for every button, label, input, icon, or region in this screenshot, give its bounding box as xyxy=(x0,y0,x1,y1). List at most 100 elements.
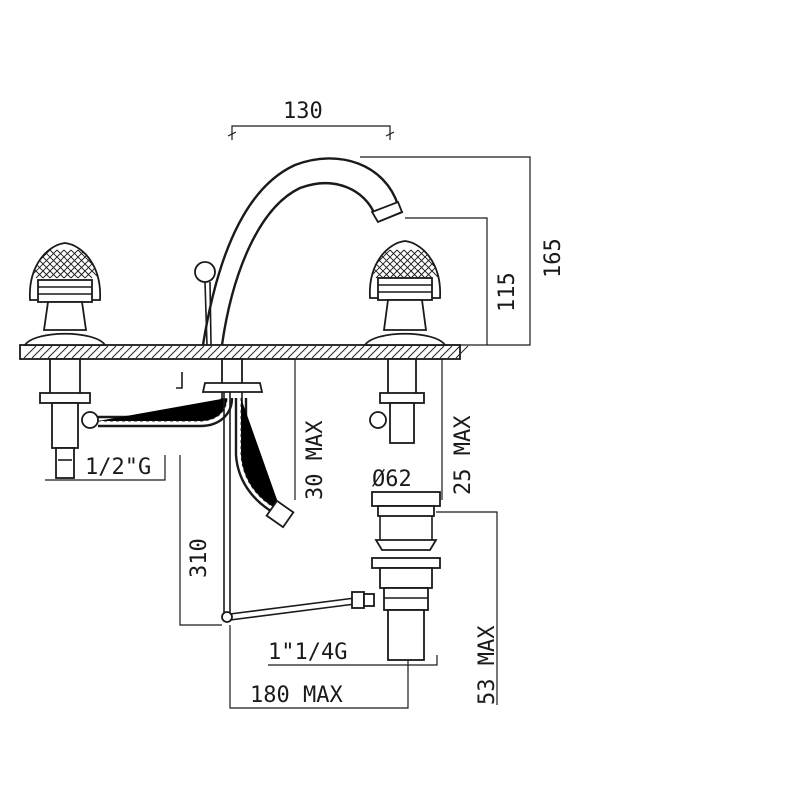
hatch-line xyxy=(223,345,237,359)
left-handle xyxy=(23,242,107,346)
spout xyxy=(201,157,404,346)
hatch-line xyxy=(343,345,357,359)
hatch-line xyxy=(77,249,101,279)
hatch-line xyxy=(95,345,109,359)
hatch-line xyxy=(79,345,93,359)
hatch-line xyxy=(231,345,245,359)
right-valve-body xyxy=(369,358,425,444)
hatch-line xyxy=(55,345,69,359)
left-valve-body xyxy=(39,358,99,479)
hatch-line xyxy=(159,345,173,359)
hatch-line xyxy=(319,345,333,359)
hatch-line xyxy=(455,345,469,359)
hatch-line xyxy=(383,345,397,359)
hatch-line xyxy=(63,345,77,359)
hatch-line xyxy=(247,345,261,359)
hatch-line xyxy=(31,345,45,359)
deck-plate xyxy=(19,344,469,360)
hatch-line xyxy=(127,345,141,359)
popup-linkage xyxy=(221,392,375,623)
label-hose-length: 310 xyxy=(187,538,212,578)
label-waste-diameter: Ø62 xyxy=(372,467,412,492)
dim-180-max xyxy=(229,625,409,709)
hatch-line xyxy=(382,249,412,279)
hatch-line xyxy=(39,345,53,359)
hatch-line xyxy=(56,249,86,279)
hatch-line xyxy=(335,345,349,359)
hatch-line xyxy=(303,345,317,359)
hatch-line xyxy=(111,345,125,359)
hatch-line xyxy=(151,345,165,359)
label-total-height: 165 xyxy=(541,238,566,278)
dim-30-max xyxy=(258,358,296,500)
hatch-line xyxy=(87,345,101,359)
hatch-line xyxy=(359,345,373,359)
hatch-line xyxy=(389,249,419,279)
dim-half-inch xyxy=(45,455,166,481)
waste-assembly xyxy=(371,491,441,661)
hatch-line xyxy=(311,345,325,359)
hatch-line xyxy=(423,345,437,359)
hatch-line xyxy=(167,345,181,359)
hatch-line xyxy=(29,249,44,279)
hatch-line xyxy=(70,249,100,279)
dim-130 xyxy=(227,125,395,140)
label-spout-reach: 130 xyxy=(283,99,323,124)
hatch-line xyxy=(327,345,341,359)
hatch-line xyxy=(183,345,197,359)
hatch-line xyxy=(403,249,433,279)
hatch-line xyxy=(199,345,213,359)
hatch-line xyxy=(239,345,253,359)
hatch-line xyxy=(63,249,93,279)
hatch-line xyxy=(135,345,149,359)
label-inlet-thread: 1/2"G xyxy=(85,455,151,480)
hatch-line xyxy=(263,345,277,359)
hatch-line xyxy=(369,249,384,279)
dim-115 xyxy=(405,217,488,345)
hatch-line xyxy=(42,249,72,279)
hatch-line xyxy=(71,345,85,359)
dim-one-quarter xyxy=(268,655,438,666)
hatch-line xyxy=(417,249,441,279)
dim-53-max xyxy=(436,511,498,705)
dim-310 xyxy=(179,455,222,626)
hatch-line xyxy=(47,345,61,359)
label-spout-height: 115 xyxy=(495,272,520,312)
hatch-line xyxy=(279,345,293,359)
label-waste-depth: 53 MAX xyxy=(475,625,500,705)
label-waste-offset: 180 MAX xyxy=(250,683,343,708)
hatch-line xyxy=(396,249,426,279)
hatch-line xyxy=(431,345,445,359)
right-handle xyxy=(363,240,447,346)
hatch-line xyxy=(410,249,440,279)
label-deck-waste: 25 MAX xyxy=(451,415,476,495)
braided-hose-right xyxy=(234,398,295,529)
hatch-line xyxy=(143,345,157,359)
hatch-line xyxy=(175,345,189,359)
hatch-line xyxy=(399,345,413,359)
popup-rod xyxy=(194,261,216,346)
hatch-line xyxy=(23,345,37,359)
hatch-line xyxy=(351,345,365,359)
hatch-line xyxy=(447,345,461,359)
hatch-line xyxy=(367,345,381,359)
hatch-line xyxy=(207,345,221,359)
hatch-line xyxy=(439,345,453,359)
label-deck-valves: 30 MAX xyxy=(303,420,328,500)
hatch-line xyxy=(271,345,285,359)
hatch-line xyxy=(407,345,421,359)
hatch-line xyxy=(415,345,429,359)
hatch-line xyxy=(295,345,309,359)
hatch-line xyxy=(215,345,229,359)
label-waste-thread: 1"1/4G xyxy=(268,640,347,665)
hatch-line xyxy=(103,345,117,359)
hatch-line xyxy=(191,345,205,359)
deck-hatching xyxy=(23,345,469,359)
hatch-line xyxy=(255,345,269,359)
hatch-line xyxy=(375,345,389,359)
hatch-line xyxy=(391,345,405,359)
hatch-line xyxy=(119,345,133,359)
dim-25-max xyxy=(430,358,443,500)
